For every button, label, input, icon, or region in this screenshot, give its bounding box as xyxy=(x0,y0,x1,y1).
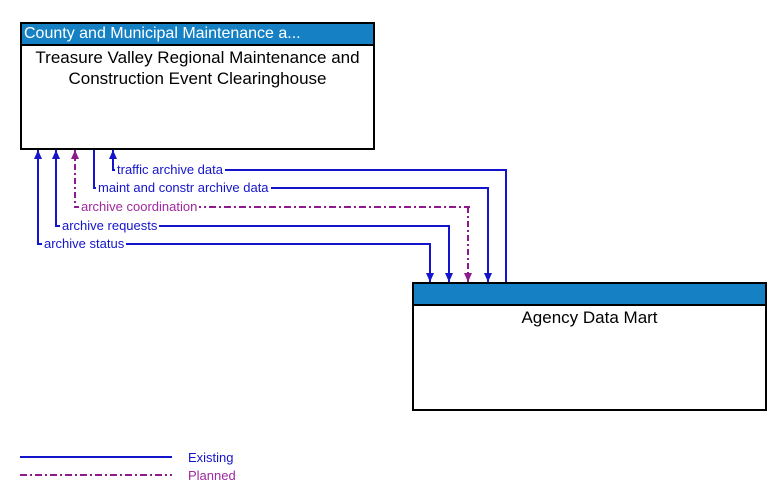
arrowhead-into-data-mart-icon xyxy=(445,273,453,282)
arrowhead-into-data-mart-icon xyxy=(426,273,434,282)
flow-line-segment xyxy=(429,244,431,282)
flow-line-segment xyxy=(74,150,76,208)
flow-line-segment xyxy=(37,243,431,245)
flow-line-segment xyxy=(37,150,39,245)
arrowhead-into-clearinghouse-icon xyxy=(52,150,60,159)
element-box-agency-data-mart[interactable]: Agency Data Mart xyxy=(412,282,767,411)
data-mart-stakeholder-header xyxy=(414,284,765,306)
data-mart-title: Agency Data Mart xyxy=(521,308,658,327)
legend-planned-line-sample xyxy=(20,474,172,476)
legend-existing-line-sample xyxy=(20,456,172,458)
flow-line-segment xyxy=(505,170,507,282)
flow-label-archive-requests: archive requests xyxy=(60,218,160,233)
arrowhead-into-clearinghouse-icon xyxy=(71,150,79,159)
arrowhead-into-data-mart-icon xyxy=(484,273,492,282)
flow-label-maint-and-constr-archive-data: maint and constr archive data xyxy=(96,180,271,195)
flow-line-segment xyxy=(55,150,57,227)
flow-line-segment xyxy=(93,150,95,189)
clearinghouse-title: Treasure Valley Regional Maintenance and… xyxy=(35,48,360,88)
flow-line-segment xyxy=(55,225,450,227)
flow-line-segment xyxy=(467,207,469,282)
flow-label-archive-status: archive status xyxy=(42,236,127,251)
arrowhead-into-clearinghouse-icon xyxy=(109,150,117,159)
clearinghouse-stakeholder-header: County and Municipal Maintenance a... xyxy=(22,24,373,46)
arrowhead-into-data-mart-icon xyxy=(464,273,472,282)
flow-line-segment xyxy=(74,206,470,208)
flow-label-traffic-archive-data: traffic archive data xyxy=(115,162,225,177)
element-box-clearinghouse[interactable]: County and Municipal Maintenance a... Tr… xyxy=(20,22,375,150)
flow-line-segment xyxy=(93,187,489,189)
flow-label-archive-coordination: archive coordination xyxy=(79,199,200,214)
flow-line-segment xyxy=(112,150,114,171)
arrowhead-into-clearinghouse-icon xyxy=(34,150,42,159)
legend-existing-label: Existing xyxy=(188,450,234,465)
flow-line-segment xyxy=(448,226,450,282)
flow-line-segment xyxy=(487,188,489,282)
flow-line-segment xyxy=(112,169,507,171)
legend-planned-label: Planned xyxy=(188,468,236,483)
